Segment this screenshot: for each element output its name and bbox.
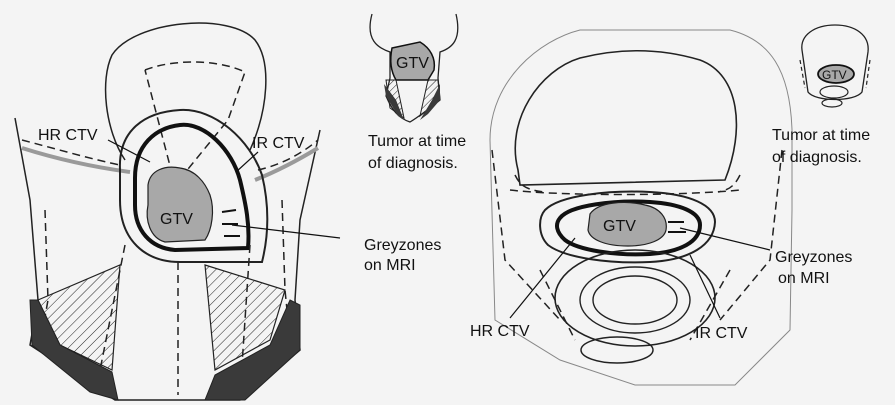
right-rectum-lumen [593,276,677,324]
right-inset: GTV Tumor at time of diagnosis. [772,25,870,166]
left-gtv-label: GTV [160,211,193,228]
right-diagram: GTV HR CTV IR CTV Greyzones on MRI [470,30,852,385]
left-greyzone-marks [222,210,240,236]
left-inset-caption-1: Tumor at time [368,133,466,150]
right-sacrum [581,337,653,363]
left-diagram: HR CTV IR CTV GTV Greyzones on MRI [15,23,441,400]
left-gtv-shape [147,167,212,242]
right-bladder [515,51,736,185]
left-dashed-upper [145,62,245,185]
right-greyzone-marks [668,222,686,232]
right-hr-ctv-label: HR CTV [470,323,530,340]
left-ir-ctv-label: IR CTV [252,135,305,152]
right-inset-caption-2: of diagnosis. [772,149,862,166]
left-greyzones-label: Greyzones [364,237,441,254]
right-inset-outline [802,25,868,100]
right-rectum-outer [555,250,715,346]
right-ir-ctv-label: IR CTV [695,325,748,342]
left-ir-leader [236,152,258,172]
left-on-mri-label: on MRI [364,257,416,274]
right-gtv-label: GTV [603,218,636,235]
right-ir-leader [690,255,720,318]
right-rectum-inner [580,267,690,333]
right-on-mri-label: on MRI [778,270,830,287]
left-inset: GTV Tumor at time of diagnosis. [368,14,466,172]
left-inset-caption-2: of diagnosis. [368,155,458,172]
right-inset-sacrum [822,99,842,107]
right-greyzones-label: Greyzones [775,249,852,266]
left-inset-gtv-label: GTV [396,55,429,72]
right-inset-rectum [820,86,848,98]
right-inset-caption-1: Tumor at time [772,127,870,144]
right-inset-gtv-label: GTV [822,68,847,82]
right-hr-leader [510,238,575,318]
left-hr-ctv-label: HR CTV [38,127,98,144]
